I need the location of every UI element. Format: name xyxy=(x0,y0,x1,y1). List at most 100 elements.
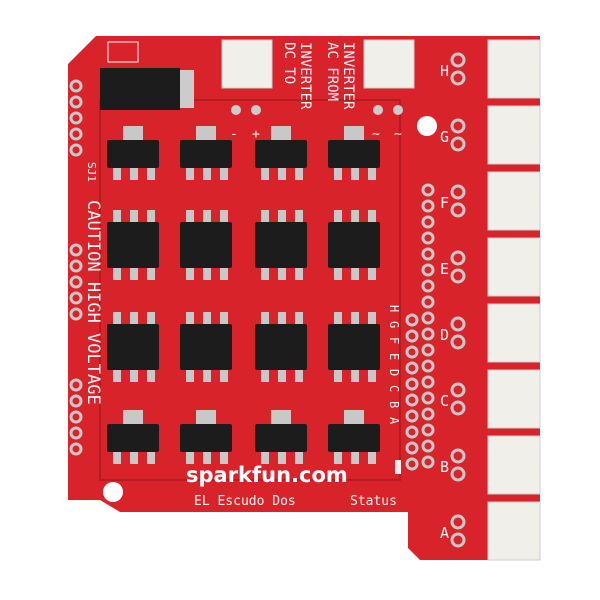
header-letter: H xyxy=(387,305,401,312)
triac-chip xyxy=(107,222,159,268)
header-pad xyxy=(405,441,419,455)
channel-connector-c: C xyxy=(440,369,541,429)
channel-connector-d: D xyxy=(440,303,541,363)
connector-housing xyxy=(487,171,541,231)
chip-pin xyxy=(147,370,155,382)
chip-pin xyxy=(351,168,359,180)
transistor-chip xyxy=(255,424,307,452)
trace-outline xyxy=(99,99,401,481)
header-letter: B xyxy=(387,401,401,408)
regulator-tab xyxy=(180,70,194,108)
chip-tab xyxy=(271,410,291,424)
connector-pad xyxy=(450,514,466,530)
connector-pad xyxy=(450,70,466,86)
channel-header xyxy=(405,183,435,471)
sparkfun-logo: sparkfun.com xyxy=(186,463,348,487)
dc-plus-label: + xyxy=(252,127,260,142)
triac-chip xyxy=(180,222,232,268)
ac-label-2: ~ xyxy=(394,127,402,142)
header-pad xyxy=(421,215,435,229)
chip-array xyxy=(107,126,380,464)
triac-chip xyxy=(328,222,380,268)
header-pad xyxy=(405,361,419,375)
chip-pin xyxy=(186,370,194,382)
chip-tab xyxy=(344,126,364,140)
chip-pin xyxy=(295,452,303,464)
channel-label: A xyxy=(440,524,449,542)
chip-pin xyxy=(113,370,121,382)
channel-label: F xyxy=(440,194,449,212)
chip-pin xyxy=(261,268,269,280)
chip-pin xyxy=(334,210,342,222)
transistor-chip xyxy=(328,424,380,452)
chip-pin xyxy=(147,268,155,280)
chip-pin xyxy=(113,210,121,222)
chip-pin xyxy=(368,452,376,464)
connector-housing xyxy=(487,39,541,99)
chip-pin xyxy=(295,370,303,382)
chip-pin xyxy=(113,268,121,280)
board-name: EL Escudo Dos xyxy=(194,494,296,509)
connector-housing xyxy=(487,501,541,561)
header-pad xyxy=(69,95,83,109)
header-pad xyxy=(421,375,435,389)
header-pad xyxy=(405,425,419,439)
chip-pin xyxy=(203,452,211,464)
chip-pin xyxy=(351,370,359,382)
connector-pad xyxy=(450,268,466,284)
connector-pad xyxy=(450,334,466,350)
caution-label: CAUTION HIGH VOLTAGE xyxy=(83,200,103,405)
channel-connector-a: A xyxy=(440,501,541,561)
chip-pin xyxy=(295,168,303,180)
dc-inverter-label: INVERTER xyxy=(297,42,313,110)
header-pad xyxy=(69,378,83,392)
channel-connector-f: F xyxy=(440,171,541,231)
header-letter: F xyxy=(387,337,401,344)
chip-pin xyxy=(186,168,194,180)
chip-pin xyxy=(295,210,303,222)
channel-connector-g: G xyxy=(440,105,541,165)
chip-pin xyxy=(351,210,359,222)
header-pad xyxy=(421,247,435,261)
header-pad xyxy=(421,263,435,277)
chip-tab xyxy=(271,126,291,140)
connector-pad xyxy=(450,382,466,398)
chip-pin xyxy=(113,452,121,464)
header-pad xyxy=(69,426,83,440)
chip-pin xyxy=(278,268,286,280)
header-pad xyxy=(405,393,419,407)
header-pad xyxy=(421,199,435,213)
chip-tab xyxy=(123,126,143,140)
chip-pin xyxy=(147,452,155,464)
mounting-hole xyxy=(417,116,437,136)
header-pad xyxy=(405,409,419,423)
chip-pin xyxy=(186,452,194,464)
chip-pin xyxy=(334,268,342,280)
chip-pin xyxy=(130,370,138,382)
header-pad xyxy=(421,407,435,421)
chip-pin xyxy=(220,312,228,324)
chip-pin xyxy=(130,268,138,280)
channel-connector-h: H xyxy=(440,39,541,99)
header-pad xyxy=(69,442,83,456)
connector-housing xyxy=(487,435,541,495)
header-pad xyxy=(69,143,83,157)
chip-pin xyxy=(113,312,121,324)
transistor-chip xyxy=(180,424,232,452)
header-pad xyxy=(69,243,83,257)
header-pad xyxy=(421,279,435,293)
chip-pin xyxy=(261,370,269,382)
dc-connector xyxy=(221,39,273,115)
chip-pin xyxy=(203,312,211,324)
chip-pin xyxy=(203,210,211,222)
header-pad xyxy=(405,313,419,327)
transistor-chip xyxy=(180,140,232,168)
chip-pin xyxy=(113,168,121,180)
header-letter: E xyxy=(387,353,401,360)
chip-pin xyxy=(147,168,155,180)
channel-label: C xyxy=(440,392,449,410)
chip-pin xyxy=(334,168,342,180)
triac-chip xyxy=(107,324,159,370)
